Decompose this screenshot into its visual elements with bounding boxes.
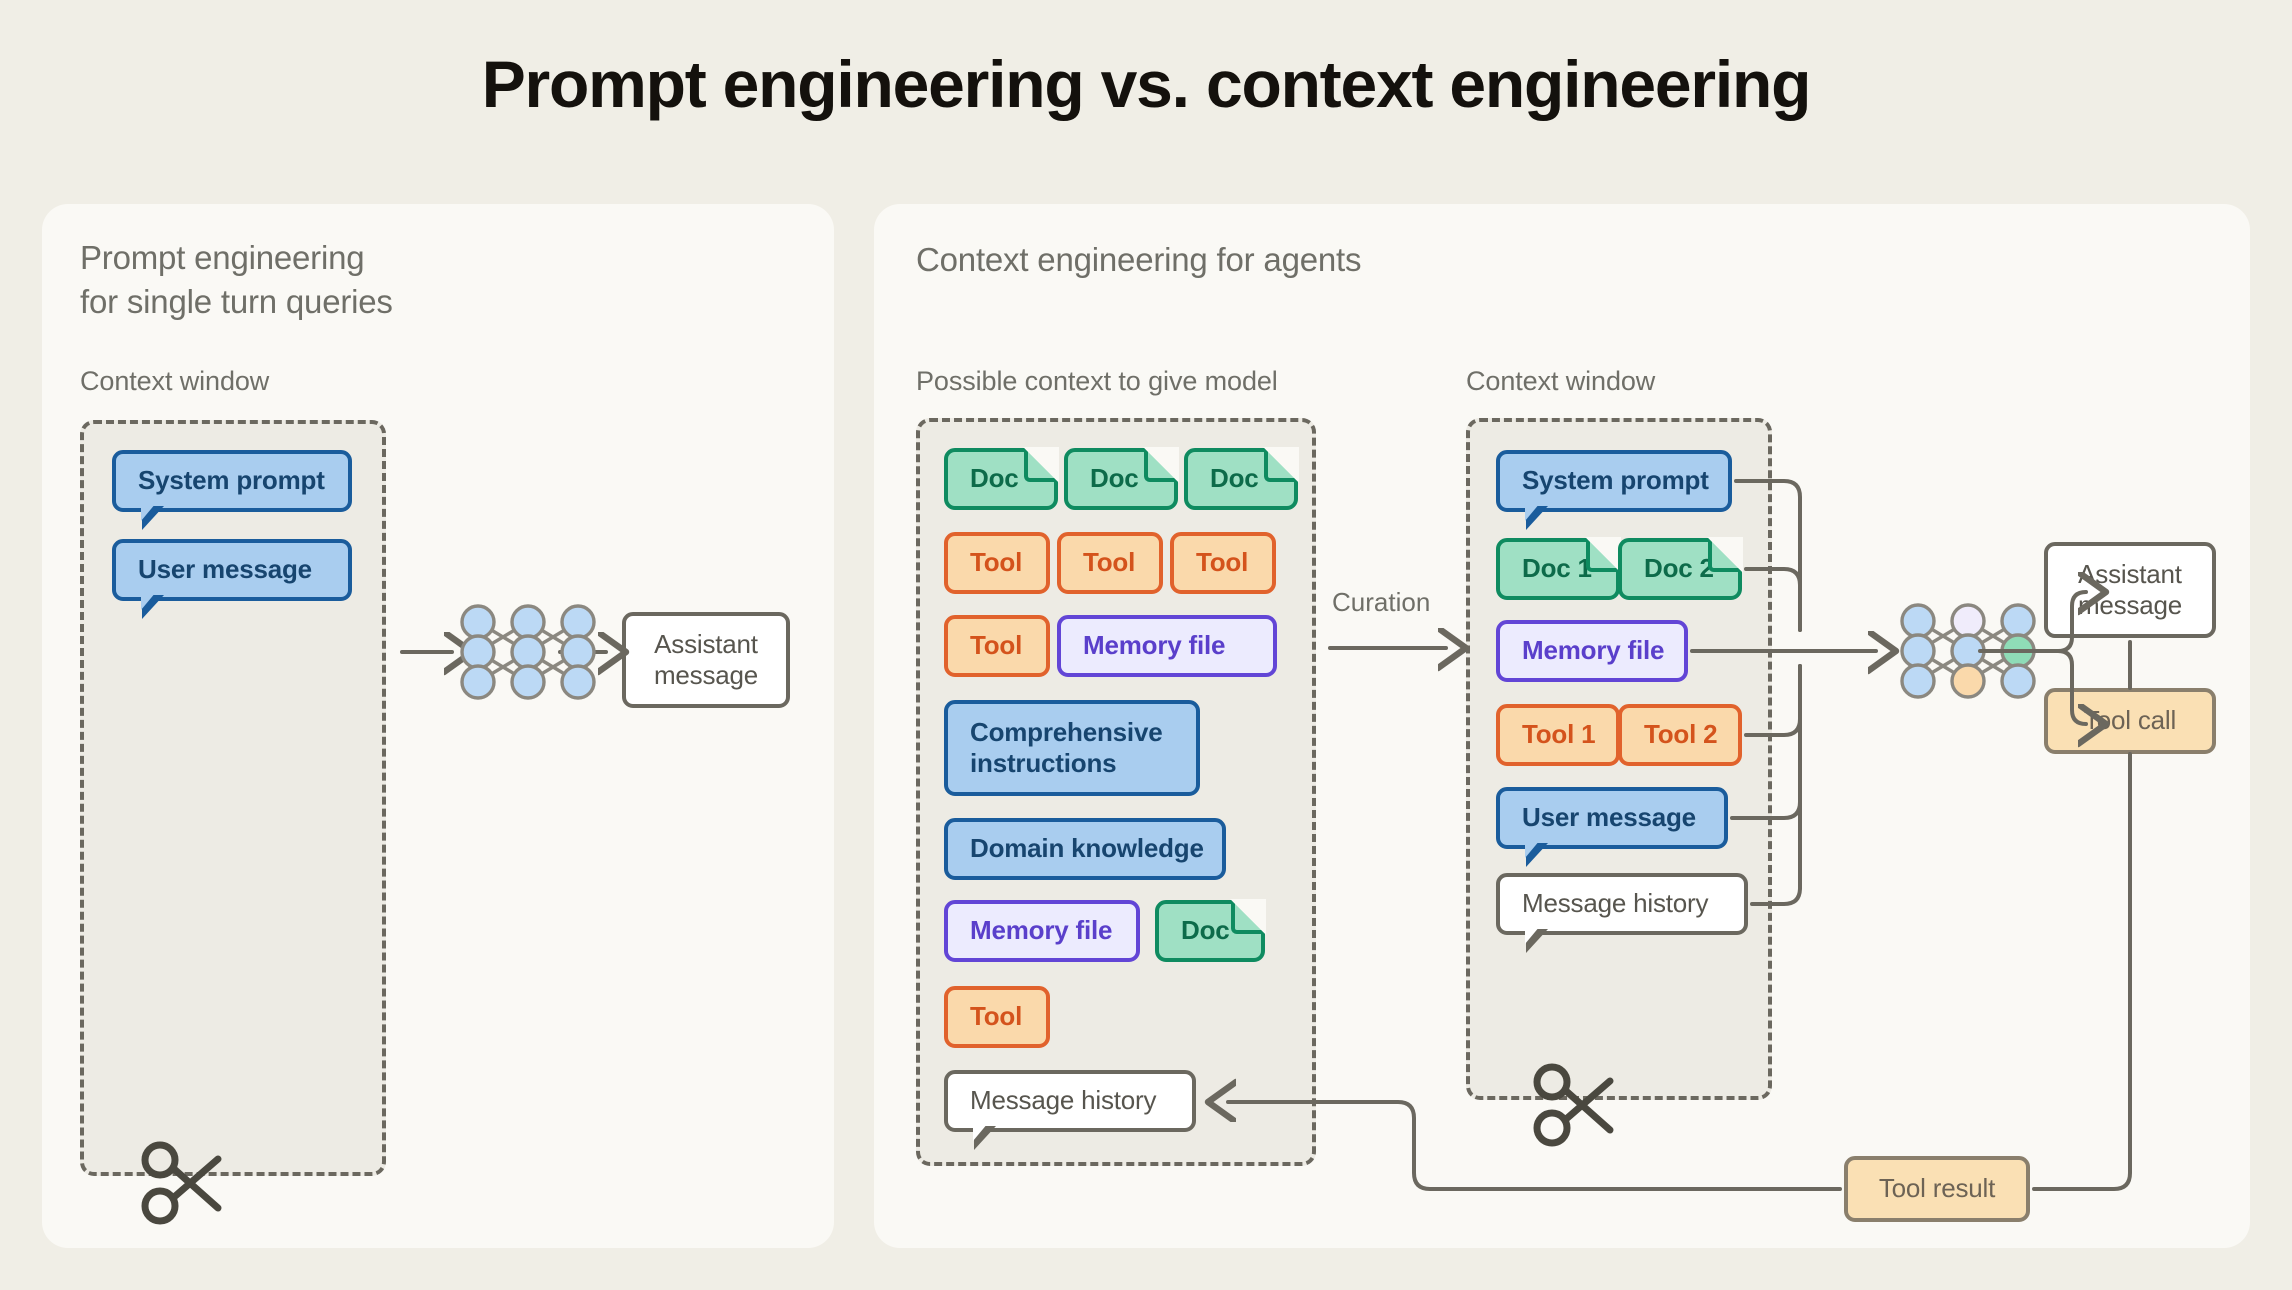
node-label: Tool result — [1878, 1173, 1996, 1204]
bubble-tail-icon — [141, 503, 164, 530]
node-tool-3[interactable]: Tool — [1170, 532, 1276, 594]
node-label: Doc — [970, 463, 1019, 494]
node-label: Tool — [970, 547, 1023, 578]
node-label: Memory file — [1083, 630, 1226, 661]
node-label: Tool — [1083, 547, 1136, 578]
curation-label: Curation — [1332, 587, 1431, 617]
node-label: Tool 1 — [1522, 719, 1596, 750]
node-label: Domain knowledge — [970, 833, 1204, 864]
node-assistant-message-left[interactable]: Assistant message — [622, 612, 790, 708]
node-label: Assistant message — [2077, 558, 2183, 620]
node-tool-5[interactable]: Tool — [944, 986, 1050, 1048]
node-tool-1-cw[interactable]: Tool 1 — [1496, 704, 1620, 766]
node-message-history-cw[interactable]: Message history — [1496, 873, 1748, 953]
node-tool-result[interactable]: Tool result — [1844, 1156, 2030, 1222]
left-context-window-box — [80, 420, 386, 1176]
possible-context-label: Possible context to give model — [916, 366, 1278, 396]
left-context-window-label: Context window — [80, 366, 270, 396]
right-context-window-label: Context window — [1466, 366, 1656, 396]
node-label: System prompt — [1522, 465, 1709, 496]
node-label: System prompt — [138, 465, 325, 496]
node-label: Tool — [970, 1001, 1023, 1032]
node-label: Doc — [1210, 463, 1259, 494]
node-domain-knowledge[interactable]: Domain knowledge — [944, 818, 1226, 880]
node-doc-3[interactable]: Doc — [1184, 447, 1299, 510]
node-label: Comprehensive instructions — [970, 716, 1163, 778]
node-label: Doc 1 — [1522, 553, 1592, 584]
bubble-tail-icon — [1525, 840, 1548, 867]
node-tool-2-cw[interactable]: Tool 2 — [1618, 704, 1742, 766]
node-tool-2[interactable]: Tool — [1057, 532, 1163, 594]
node-label: Assistant message — [653, 628, 759, 690]
node-label: Tool call — [2083, 705, 2177, 736]
node-tool-call[interactable]: Tool call — [2044, 688, 2216, 754]
node-user-message-left[interactable]: User message — [112, 539, 352, 619]
node-label: User message — [138, 554, 312, 585]
node-doc-2-cw[interactable]: Doc 2 — [1618, 537, 1743, 600]
node-memory-file-1[interactable]: Memory file — [1057, 615, 1277, 677]
node-label: Memory file — [970, 915, 1113, 946]
bubble-tail-icon — [973, 1123, 996, 1150]
node-system-prompt-right[interactable]: System prompt — [1496, 450, 1732, 530]
bubble-tail-icon — [1525, 503, 1548, 530]
node-system-prompt-left[interactable]: System prompt — [112, 450, 352, 530]
left-panel-title: Prompt engineering for single turn queri… — [80, 239, 393, 320]
node-doc-4[interactable]: Doc — [1155, 899, 1266, 962]
node-label: Doc 2 — [1644, 553, 1714, 584]
page-title: Prompt engineering vs. context engineeri… — [481, 47, 1812, 121]
node-tool-4[interactable]: Tool — [944, 615, 1050, 677]
node-label: Tool — [1196, 547, 1249, 578]
node-doc-1[interactable]: Doc — [944, 447, 1059, 510]
node-label: Message history — [1522, 888, 1709, 919]
bubble-tail-icon — [1525, 926, 1548, 953]
node-label: User message — [1522, 802, 1696, 833]
node-label: Tool 2 — [1644, 719, 1718, 750]
node-doc-1-cw[interactable]: Doc 1 — [1496, 537, 1621, 600]
bubble-tail-icon — [141, 592, 164, 619]
node-memory-file-2[interactable]: Memory file — [944, 900, 1140, 962]
node-user-message-cw[interactable]: User message — [1496, 787, 1728, 867]
node-assistant-message-right[interactable]: Assistant message — [2044, 542, 2216, 638]
node-comprehensive-instructions[interactable]: Comprehensive instructions — [944, 700, 1200, 796]
node-label: Doc — [1181, 915, 1230, 946]
node-label: Doc — [1090, 463, 1139, 494]
node-message-history-possible[interactable]: Message history — [944, 1070, 1196, 1150]
node-tool-1[interactable]: Tool — [944, 532, 1050, 594]
right-panel-title: Context engineering for agents — [916, 241, 1362, 278]
node-memory-file-cw[interactable]: Memory file — [1496, 620, 1688, 682]
node-label: Memory file — [1522, 635, 1665, 666]
node-label: Message history — [970, 1085, 1157, 1116]
node-label: Tool — [970, 630, 1023, 661]
node-doc-2[interactable]: Doc — [1064, 447, 1179, 510]
